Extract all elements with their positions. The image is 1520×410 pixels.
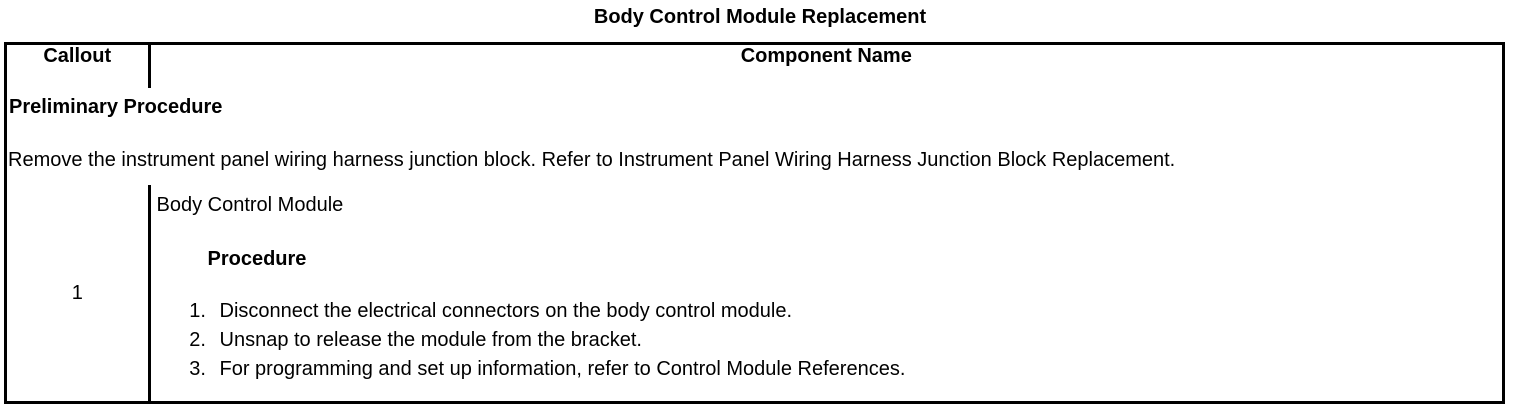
column-header-component-name: Component Name <box>149 45 1502 88</box>
table-header-row: Callout Component Name <box>7 45 1502 88</box>
preliminary-procedure-content: Preliminary Procedure Remove the instrum… <box>7 88 1502 185</box>
preliminary-procedure-text: Remove the instrument panel wiring harne… <box>8 149 1176 171</box>
table-row: 1 Body Control Module Procedure Disconne… <box>7 185 1502 401</box>
component-detail-cell: Body Control Module Procedure Disconnect… <box>149 185 1502 401</box>
procedure-table: Callout Component Name Preliminary Proce… <box>4 42 1505 404</box>
preliminary-procedure-row: Preliminary Procedure Remove the instrum… <box>7 88 1502 185</box>
preliminary-procedure-heading: Preliminary Procedure <box>9 96 223 118</box>
procedure-heading: Procedure <box>207 248 307 270</box>
table-grid: Callout Component Name Preliminary Proce… <box>7 45 1502 401</box>
procedure-step: Unsnap to release the module from the br… <box>212 326 906 355</box>
column-header-callout: Callout <box>7 45 151 88</box>
procedure-step: For programming and set up information, … <box>212 355 906 384</box>
component-name-label: Body Control Module <box>156 194 344 216</box>
callout-number: 1 <box>7 185 151 401</box>
preliminary-procedure-cell: Preliminary Procedure Remove the instrum… <box>7 88 1502 185</box>
procedure-step-list: Disconnect the electrical connectors on … <box>176 297 906 384</box>
page-title: Body Control Module Replacement <box>593 6 927 28</box>
component-detail-content: Body Control Module Procedure Disconnect… <box>151 185 1503 395</box>
procedure-step: Disconnect the electrical connectors on … <box>212 297 906 326</box>
